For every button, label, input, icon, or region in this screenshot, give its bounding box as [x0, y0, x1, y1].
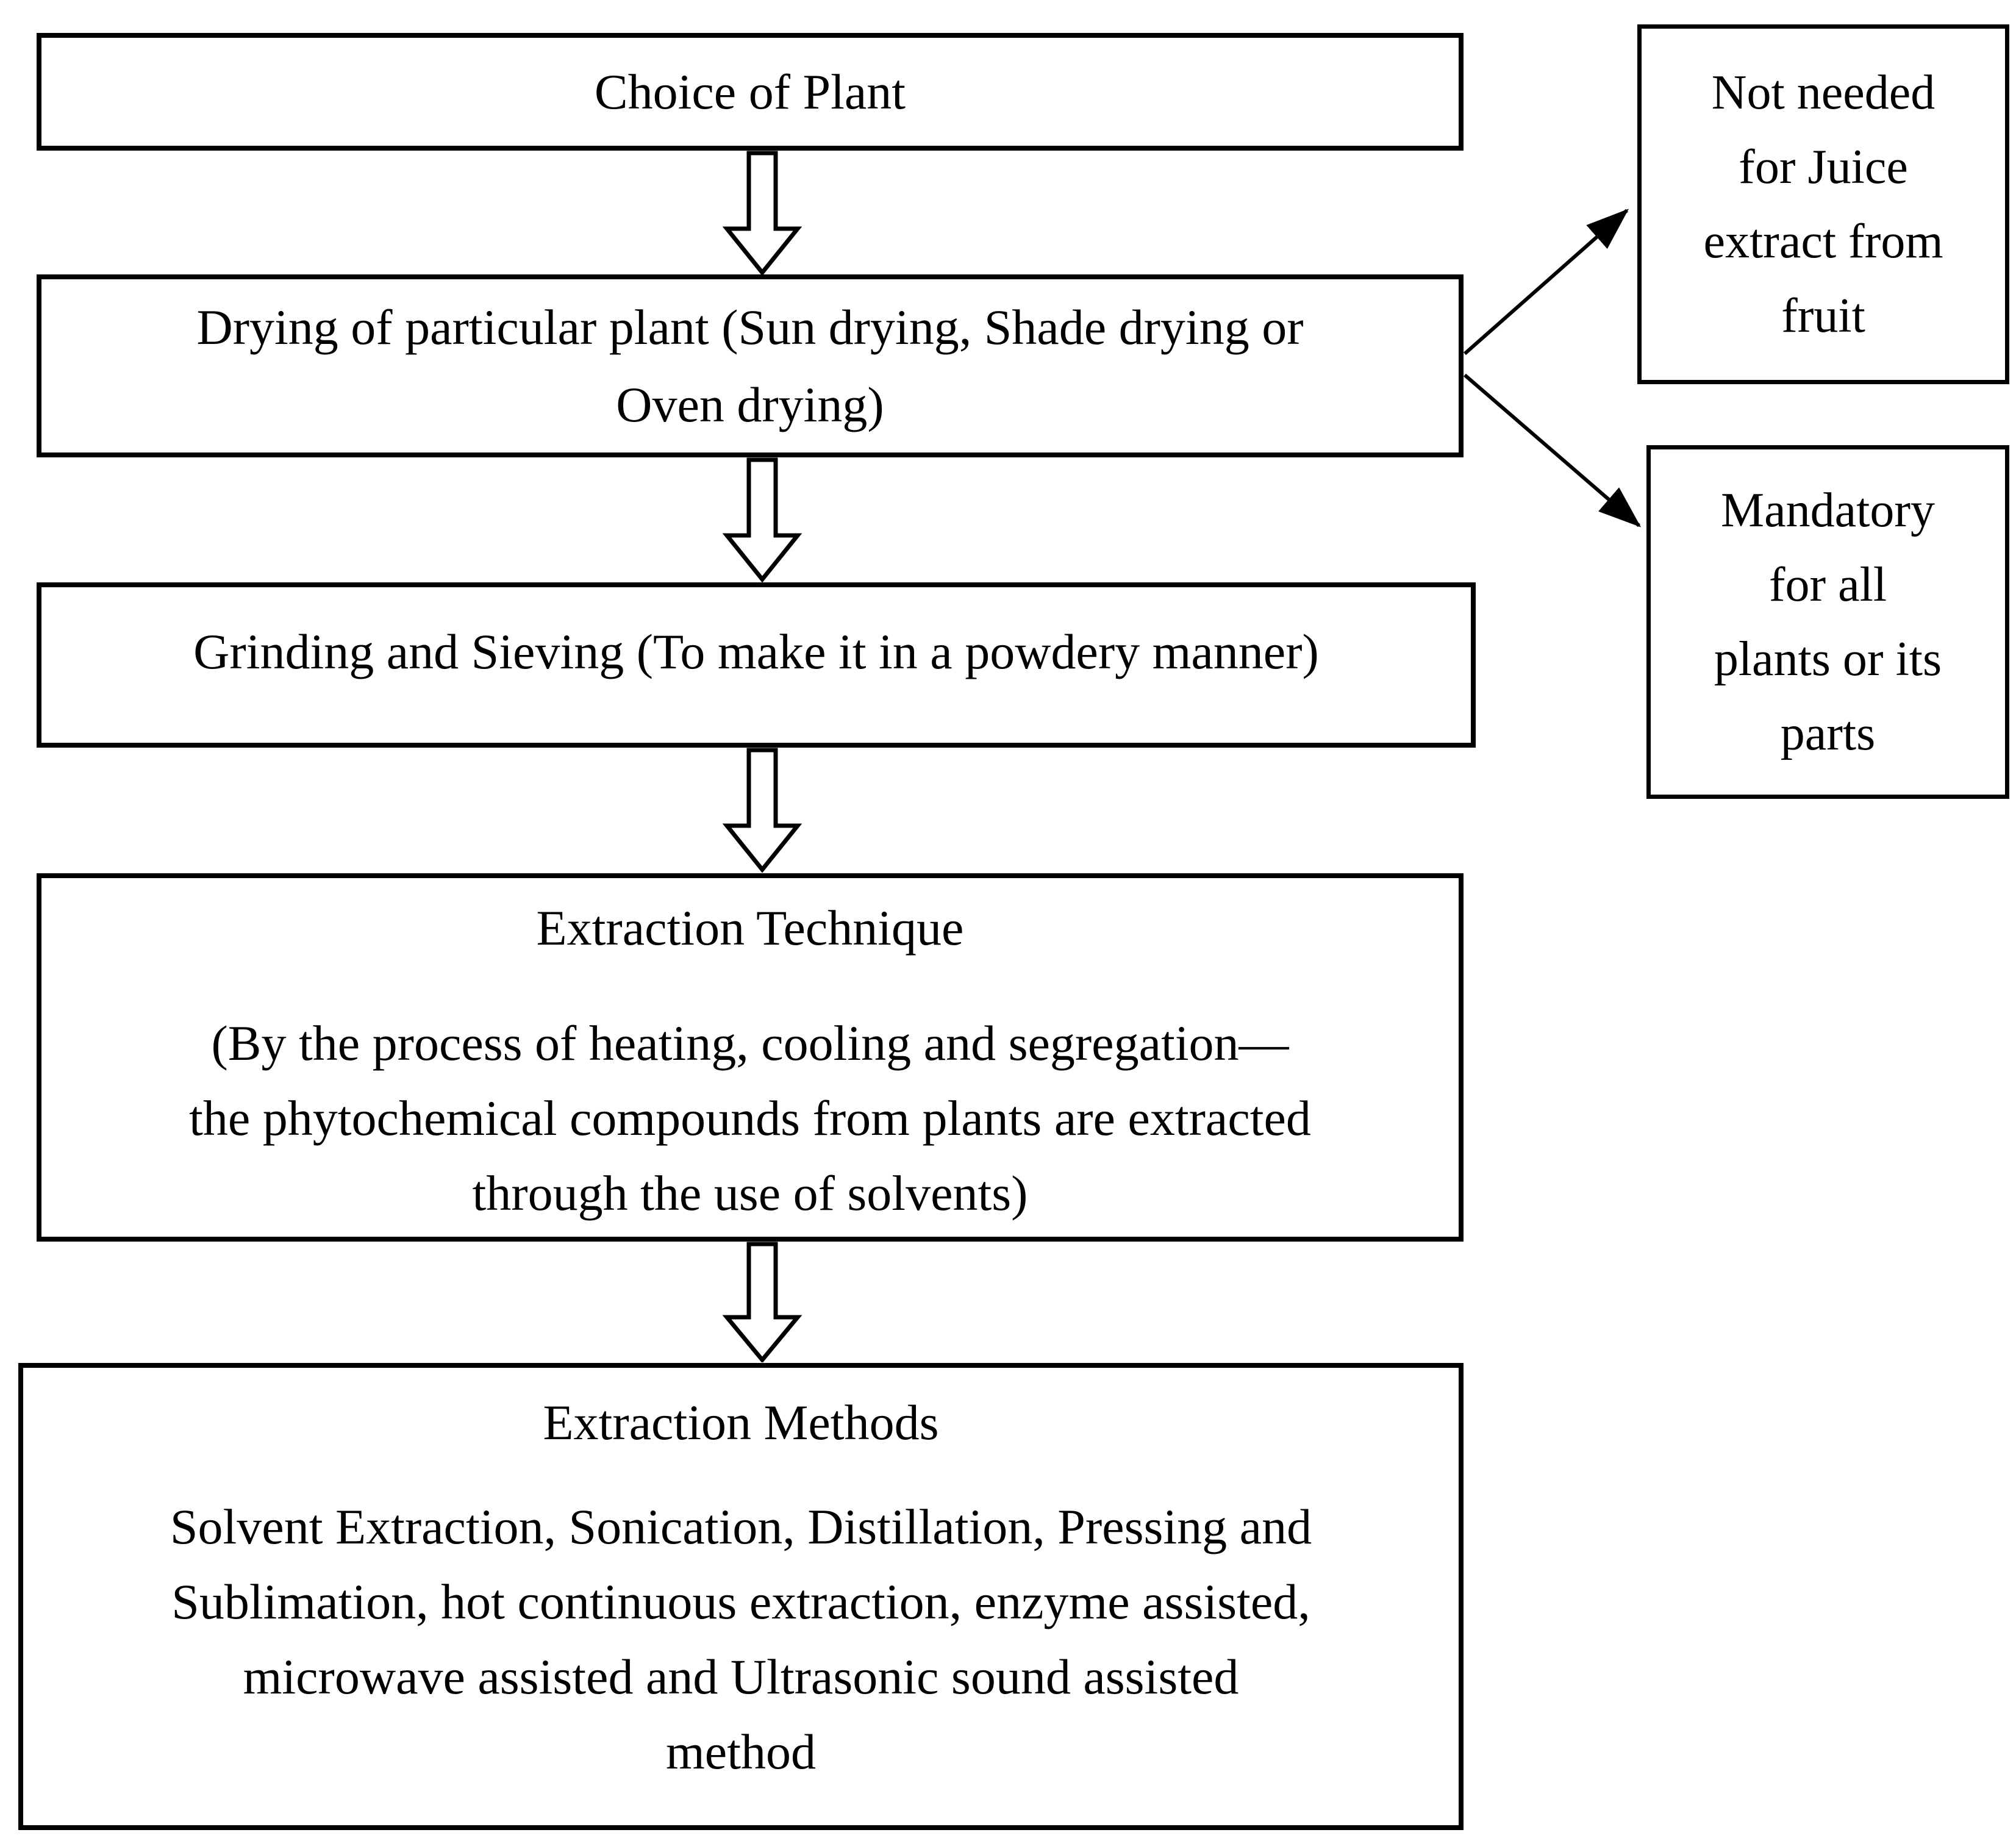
down-arrow-icon-4 [722, 1242, 802, 1362]
node-choice-of-plant-label: Choice of Plant [594, 64, 906, 120]
node-choice-of-plant: Choice of Plant [37, 33, 1464, 151]
node-grinding-sieving-label: Grinding and Sieving (To make it in a po… [193, 624, 1319, 679]
branch-arrow-upper [1464, 209, 1629, 356]
node-extraction-methods-title: Extraction Methods [543, 1395, 939, 1450]
node-extraction-methods: Extraction Methods Solvent Extraction, S… [18, 1363, 1464, 1830]
node-extraction-methods-list: Solvent Extraction, Sonication, Distilla… [170, 1499, 1312, 1779]
down-arrow-icon-1 [722, 151, 802, 276]
node-extraction-technique-description: (By the process of heating, cooling and … [189, 1015, 1311, 1221]
branch-arrow-lower [1464, 373, 1642, 527]
node-extraction-technique-title: Extraction Technique [536, 900, 964, 956]
node-grinding-sieving: Grinding and Sieving (To make it in a po… [37, 582, 1476, 748]
down-arrow-icon-2 [722, 457, 802, 582]
node-drying-label: Drying of particular plant (Sun drying, … [196, 299, 1304, 432]
down-arrow-icon-3 [722, 748, 802, 873]
node-drying: Drying of particular plant (Sun drying, … [37, 274, 1464, 457]
node-extraction-technique: Extraction Technique (By the process of … [37, 873, 1464, 1242]
